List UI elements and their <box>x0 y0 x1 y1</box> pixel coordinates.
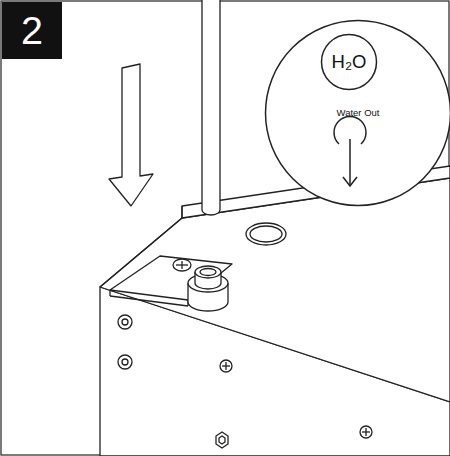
callout-label: Water Out <box>264 105 450 121</box>
water-out-symbol <box>334 116 366 186</box>
water-hole <box>246 223 286 245</box>
h2o-circle: H₂O <box>320 33 378 91</box>
lip-edge <box>181 206 182 218</box>
bracket-screw <box>173 259 191 271</box>
down-arrow <box>109 64 153 206</box>
step-number-box: 2 <box>2 2 62 59</box>
fitting-bore <box>200 269 216 276</box>
water-pipe <box>202 0 220 215</box>
panel-screws <box>118 315 372 438</box>
step-number: 2 <box>2 2 62 59</box>
hex-nut <box>219 436 225 444</box>
bracket-edge <box>110 296 188 306</box>
callout-circle: Water Out H₂O <box>264 19 450 207</box>
bracket-edge <box>109 290 110 296</box>
bracket-screw <box>181 261 182 269</box>
hex-nut <box>216 432 228 448</box>
chemical-label: H₂O <box>320 33 378 91</box>
water-hole-inner <box>250 226 282 242</box>
fitting-nozzle <box>195 266 221 278</box>
top-panel <box>100 178 450 402</box>
